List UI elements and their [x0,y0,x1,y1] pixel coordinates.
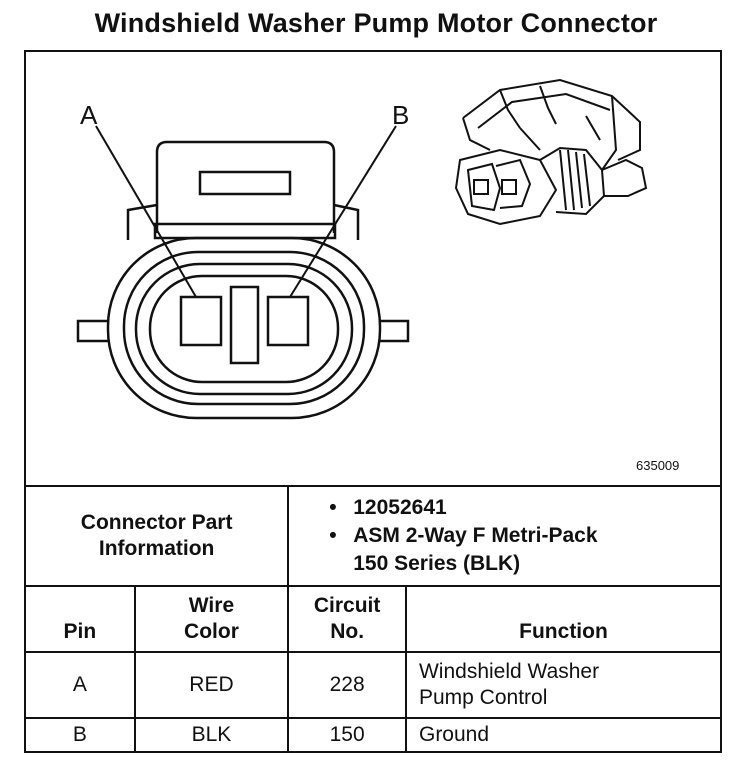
table-row: B BLK 150 Ground [24,717,723,753]
part-description-line2: 150 Series (BLK) [353,552,521,575]
header-pin: Pin [24,585,136,653]
cavity-a [179,295,223,347]
latch-base [153,222,337,240]
page-title: Windshield Washer Pump Motor Connector [94,8,658,38]
pin-label-b: B [392,100,410,130]
row-a-pin: A [24,651,136,719]
row-b-circuit: 150 [287,717,407,753]
connector-part-label-line2: Information [98,537,215,560]
connector-part-row: Connector Part Information 12052641 ASM … [23,485,722,587]
left-shoulder [126,203,158,240]
part-description: ASM 2-Way F Metri-Pack 150 Series (BLK) [329,522,720,578]
connector-face-diagram [76,78,648,420]
cavity-b [266,295,310,347]
pin-label-a: A [80,100,98,130]
terminal-face [148,274,340,384]
row-b-wire-color: BLK [133,717,290,753]
seal-ring [122,250,366,406]
connector-table: Connector Part Information 12052641 ASM … [23,485,723,753]
outer-shell [106,236,382,420]
leader-line-a [95,125,197,298]
row-a-circuit: 228 [287,651,407,719]
part-description-line1: ASM 2-Way F Metri-Pack [353,524,598,547]
right-shoulder [333,203,360,240]
part-number: 12052641 [329,494,720,522]
latch-window [198,170,292,196]
row-b-function: Ground [404,717,723,753]
row-a-wire-color: RED [133,651,290,719]
inner-ring [134,262,354,396]
latch-housing [155,140,336,233]
connector-part-label: Connector Part Information [23,485,290,587]
leader-line-b [289,125,397,298]
header-function: Function [404,585,723,653]
figure-number: 635009 [636,458,680,473]
left-ear [76,319,108,343]
center-divider [229,285,260,365]
connector-isometric-illustration [454,78,648,226]
right-ear [380,319,410,343]
row-b-pin: B [24,717,136,753]
connector-part-details: 12052641 ASM 2-Way F Metri-Pack 150 Seri… [287,485,722,587]
connector-part-label-line1: Connector Part [80,511,233,534]
